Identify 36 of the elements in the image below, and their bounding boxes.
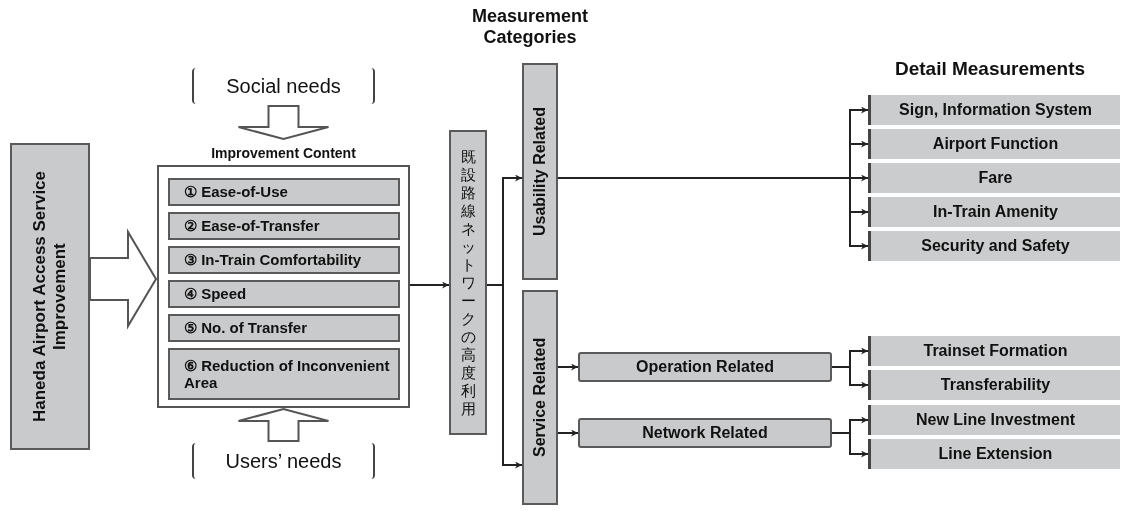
measurement-box: Transferability	[868, 370, 1120, 400]
strategy-box: 既設路線ネットワークの高度利用	[449, 130, 487, 435]
subcategory-box: Operation Related	[578, 352, 832, 382]
measurement-box: Sign, Information System	[868, 95, 1120, 125]
item-box: ⑤ No. of Transfer	[168, 314, 400, 342]
block-arrow	[237, 105, 330, 141]
measurement-box: Airport Function	[868, 129, 1120, 159]
needs-bracket: Social needs	[192, 68, 375, 104]
measurement-box: New Line Investment	[868, 405, 1120, 435]
process-box: Haneda Airport Access Service Improvement	[10, 143, 90, 450]
arrow	[557, 177, 869, 250]
measurement-box: Fare	[868, 163, 1120, 193]
arrow	[486, 284, 523, 469]
measurement-box: Trainset Formation	[868, 336, 1120, 366]
subcategory-box: Network Related	[578, 418, 832, 448]
measurement-box: In-Train Amenity	[868, 197, 1120, 227]
heading-text: Improvement Content	[210, 145, 357, 162]
item-box: ⑥ Reduction of Inconvenient Area	[168, 348, 400, 400]
arrow	[831, 366, 869, 389]
item-box: ④ Speed	[168, 280, 400, 308]
category-box: Usability Related	[522, 63, 558, 280]
block-arrow	[89, 228, 158, 330]
item-box: ③ In-Train Comfortability	[168, 246, 400, 274]
column-heading: Detail Measurements	[893, 58, 1087, 80]
measurement-box: Security and Safety	[868, 231, 1120, 261]
arrow	[409, 281, 450, 289]
item-box: ② Ease-of-Transfer	[168, 212, 400, 240]
arrow	[557, 429, 579, 437]
block-arrow	[237, 407, 330, 442]
column-heading: Measurement Categories	[470, 6, 589, 48]
needs-bracket: Users’ needs	[192, 443, 375, 479]
item-box: ① Ease-of-Use	[168, 178, 400, 206]
arrow	[831, 432, 869, 458]
category-box: Service Related	[522, 290, 558, 505]
arrow	[557, 363, 579, 371]
measurement-box: Line Extension	[868, 439, 1120, 469]
